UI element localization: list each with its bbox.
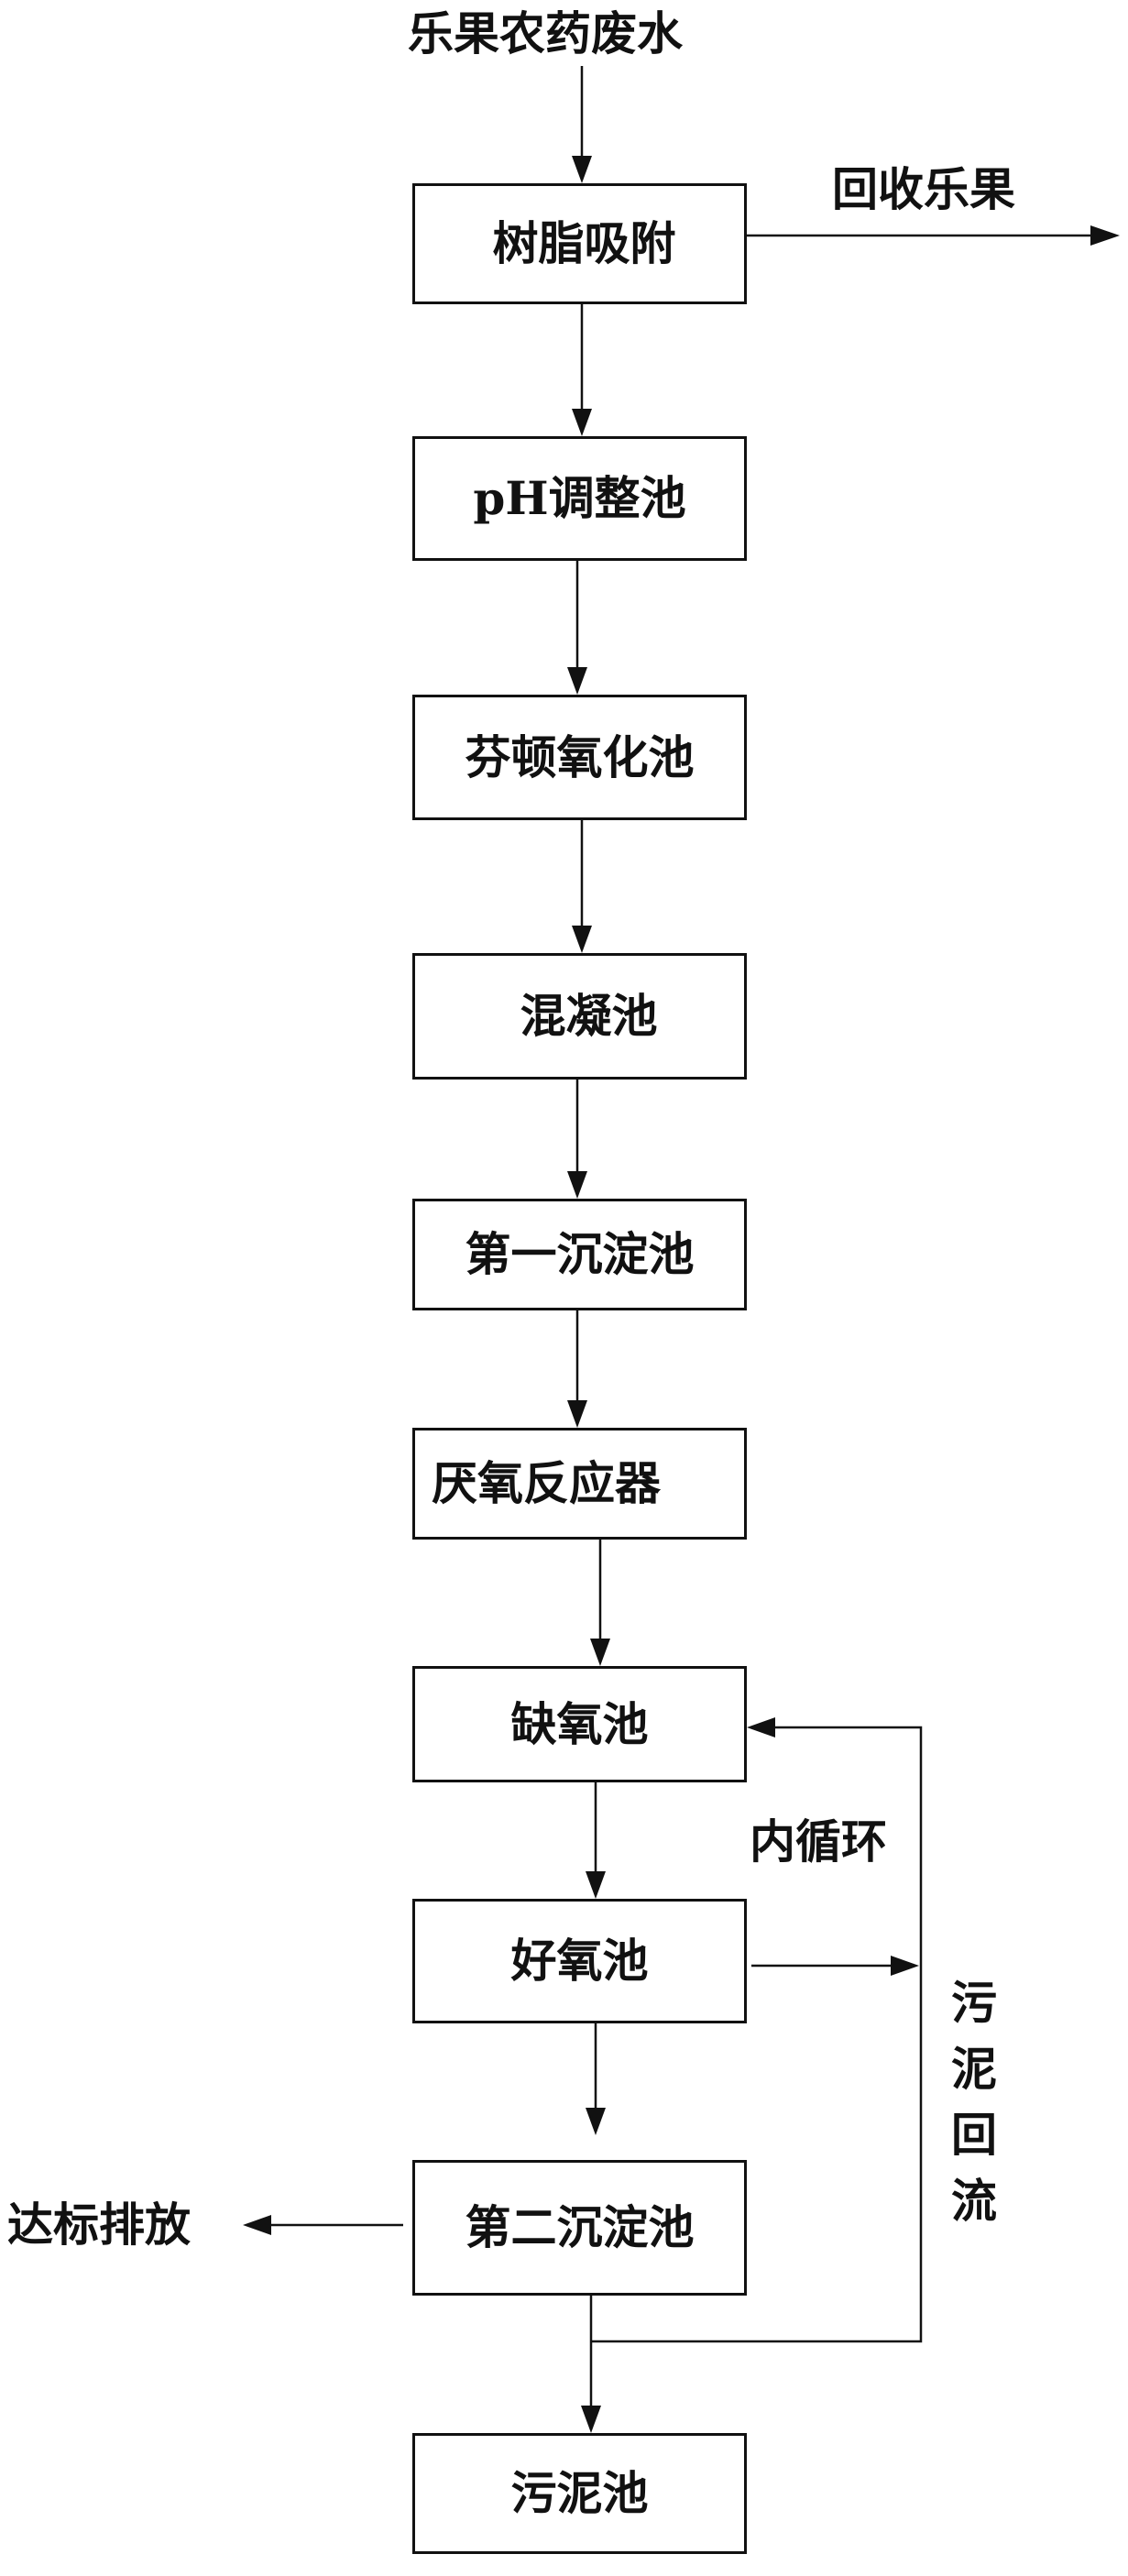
arrowhead-recovery (1090, 225, 1120, 246)
step-aerobic-tank: 好氧池 (412, 1899, 747, 2023)
sludge-return-label: 污泥回流 (951, 1976, 997, 2228)
step-anaerobic-reactor: 厌氧反应器 (412, 1428, 747, 1540)
step-ph-adjustment-tank: pH调整池 (412, 436, 747, 561)
arrowhead-anoxic (590, 1639, 610, 1666)
arrowhead-discharge (243, 2215, 271, 2235)
step-resin-adsorption: 树脂吸附 (412, 183, 747, 304)
arrowhead-anaerobic (567, 1400, 587, 1428)
discharge-label: 达标排放 (7, 2198, 191, 2252)
input-label: 乐果农药废水 (408, 6, 683, 60)
arrowhead-aerobic (586, 1871, 606, 1899)
arrowhead-sludge-return (747, 1717, 775, 1737)
sludge-return-loop (591, 1726, 923, 2343)
internal-recycle-label: 内循环 (750, 1814, 887, 1869)
arrowhead-sed2 (586, 2108, 606, 2135)
arrowhead-fenton (567, 667, 587, 695)
step-second-sedimentation-tank: 第二沉淀池 (412, 2160, 747, 2296)
arrowhead-coag (572, 926, 592, 953)
arrowhead-input (572, 156, 592, 183)
recovery-label: 回收乐果 (832, 162, 1015, 216)
arrowhead-sludge-tank (581, 2406, 601, 2433)
step-anoxic-tank: 缺氧池 (412, 1666, 747, 1782)
step-fenton-oxidation-tank: 芬顿氧化池 (412, 695, 747, 820)
step-first-sedimentation-tank: 第一沉淀池 (412, 1199, 747, 1310)
arrowhead-internal-recycle (891, 1956, 919, 1976)
step-coagulation-tank: 混凝池 (412, 953, 747, 1080)
arrowhead-sed1 (567, 1171, 587, 1199)
step-sludge-tank: 污泥池 (412, 2433, 747, 2554)
arrowhead-ph (572, 409, 592, 436)
